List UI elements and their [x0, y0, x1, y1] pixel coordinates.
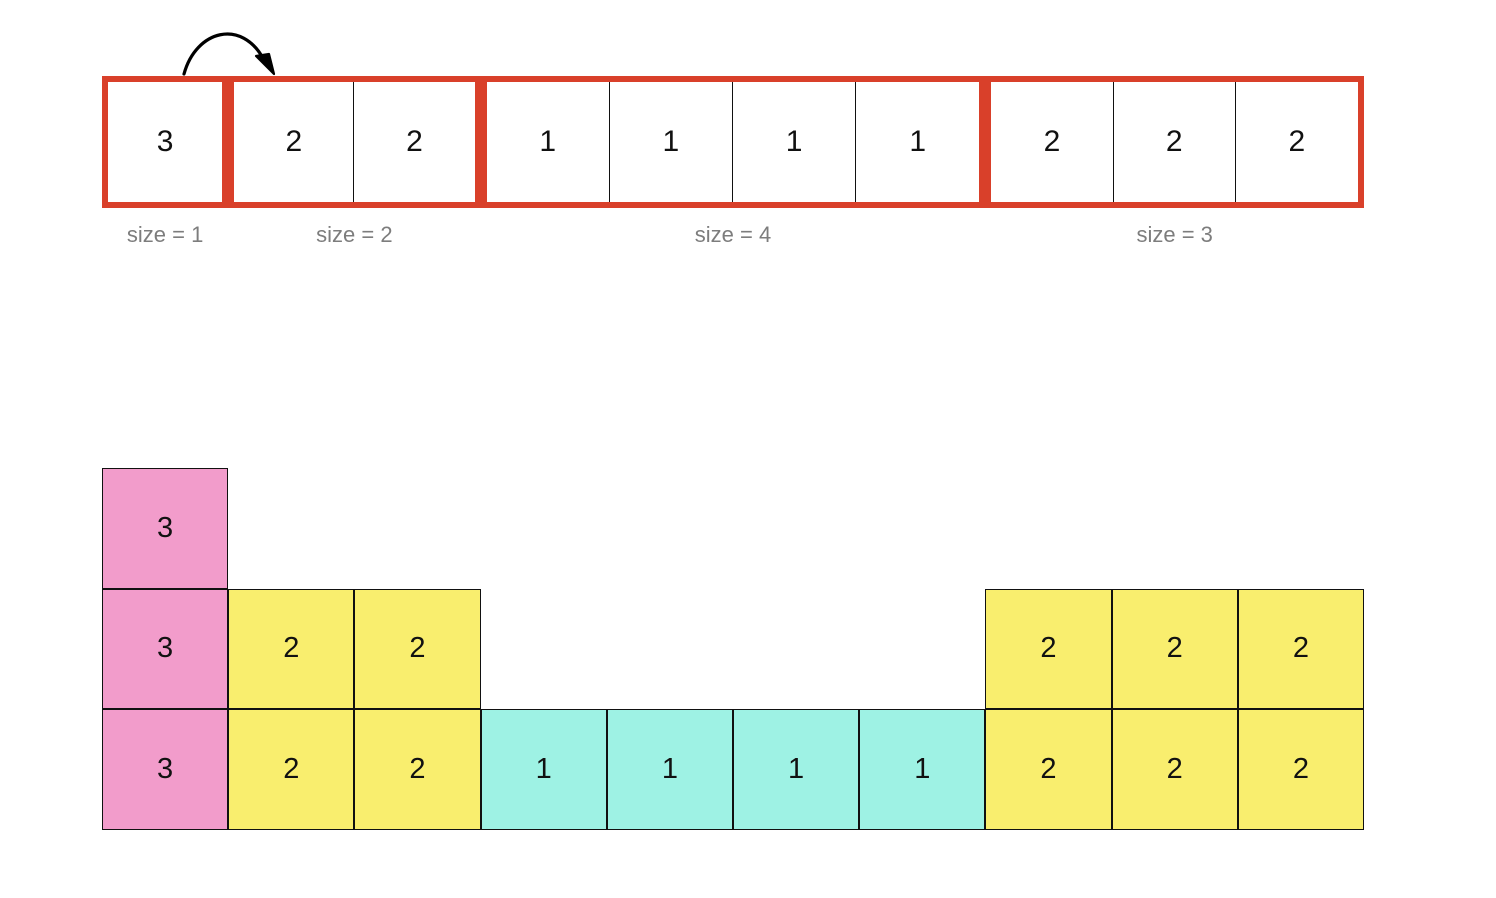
chart-cell[interactable]: 2 — [985, 709, 1112, 830]
curved-arrow-icon — [182, 32, 276, 76]
chart-cell[interactable]: 3 — [102, 709, 229, 830]
size-label: size = 4 — [694, 222, 772, 247]
chart-cell[interactable]: 2 — [985, 588, 1112, 710]
chart-cell[interactable]: 2 — [228, 709, 355, 830]
array-cell[interactable]: 3 — [108, 82, 223, 202]
chart-cell[interactable]: 2 — [1111, 588, 1238, 710]
chart-cell[interactable]: 3 — [102, 588, 229, 710]
chart-cell[interactable]: 1 — [480, 709, 607, 830]
chart-cell[interactable]: 2 — [1237, 709, 1364, 830]
array-cell[interactable]: 1 — [732, 82, 857, 202]
array-cell[interactable]: 1 — [856, 82, 980, 202]
array-group[interactable]: 3 — [102, 76, 229, 208]
array-cell[interactable]: 1 — [486, 82, 610, 202]
array-cell[interactable]: 2 — [1235, 82, 1358, 202]
array-cell[interactable]: 2 — [1113, 82, 1236, 202]
size-label: size = 1 — [126, 222, 204, 247]
array-cell[interactable]: 2 — [354, 82, 475, 202]
array-cell[interactable]: 2 — [234, 82, 355, 202]
chart-cell[interactable]: 1 — [733, 709, 860, 830]
chart-cell[interactable]: 2 — [1237, 588, 1364, 710]
chart-cell[interactable]: 1 — [859, 709, 986, 830]
chart-cell[interactable]: 2 — [1111, 709, 1238, 830]
chart-cell[interactable]: 3 — [102, 468, 229, 589]
array-cell[interactable]: 2 — [991, 82, 1114, 202]
size-label: size = 3 — [1136, 222, 1213, 247]
size-label: size = 2 — [316, 222, 393, 247]
chart-cell[interactable]: 2 — [228, 588, 355, 710]
chart-cell[interactable]: 1 — [606, 709, 733, 830]
chart-cell[interactable]: 2 — [354, 709, 481, 830]
array-cell[interactable]: 1 — [609, 82, 733, 202]
chart-cell[interactable]: 2 — [354, 588, 481, 710]
